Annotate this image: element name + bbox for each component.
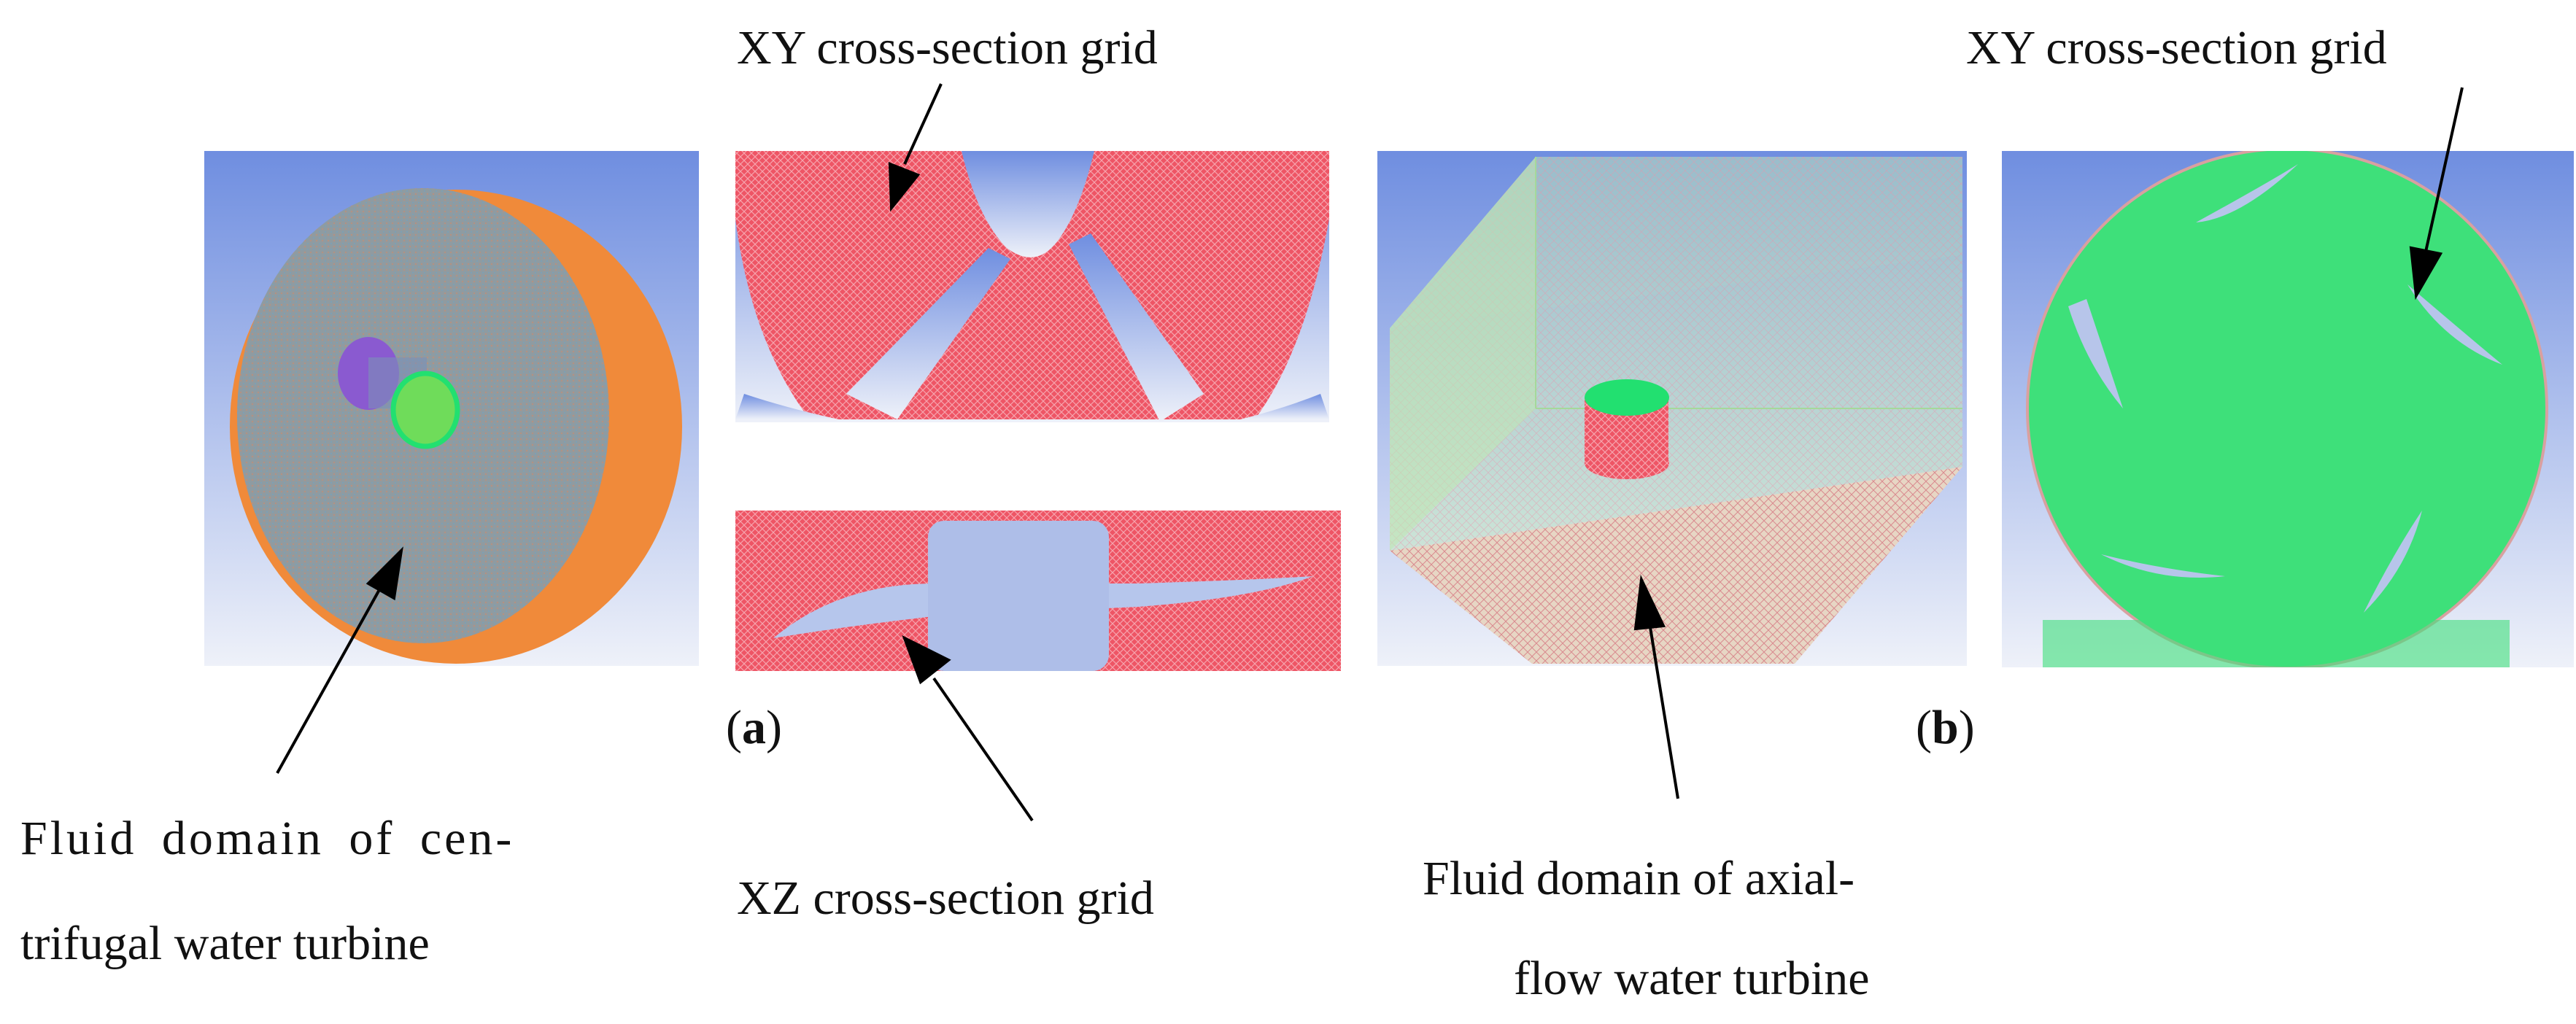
arrowhead-centrifugal [365,546,403,601]
label-axial-line1: Fluid domain of axial- [1423,852,1855,905]
label-centrifugal-line1: Fluid domain of cen- [20,812,515,865]
arrowhead-axial [1633,574,1666,631]
label-xy-grid-b: XY cross-section grid [1966,21,2387,74]
arrowhead-xz [902,635,951,685]
panel-label-b: (b) [1916,701,1975,754]
centrifugal-xy-section-render [735,151,1329,422]
arrowhead-xy-a [888,162,921,212]
arrow-xz [932,677,1034,822]
label-xy-grid-a: XY cross-section grid [737,21,1158,74]
centrifugal-xz-section-render [735,511,1341,671]
axial-xy-section-render [2002,151,2574,667]
centrifugal-domain-render [204,151,699,666]
panel-label-a: (a) [726,701,782,754]
callout-arrows [276,83,2464,822]
label-centrifugal-line2: trifugal water turbine [20,917,430,970]
label-xz-grid: XZ cross-section grid [737,872,1154,925]
arrow-centrifugal [276,586,382,774]
arrowhead-xy-b [2409,246,2443,300]
panel-letter-b: b [1931,701,1959,754]
panel-letter-a: a [741,701,766,754]
arrow-xy-b [2424,87,2464,252]
axial-domain-render [1377,151,1967,666]
arrow-xy-a [903,83,943,165]
label-axial-line2: flow water turbine [1514,952,1870,1005]
arrow-axial [1649,627,1679,799]
